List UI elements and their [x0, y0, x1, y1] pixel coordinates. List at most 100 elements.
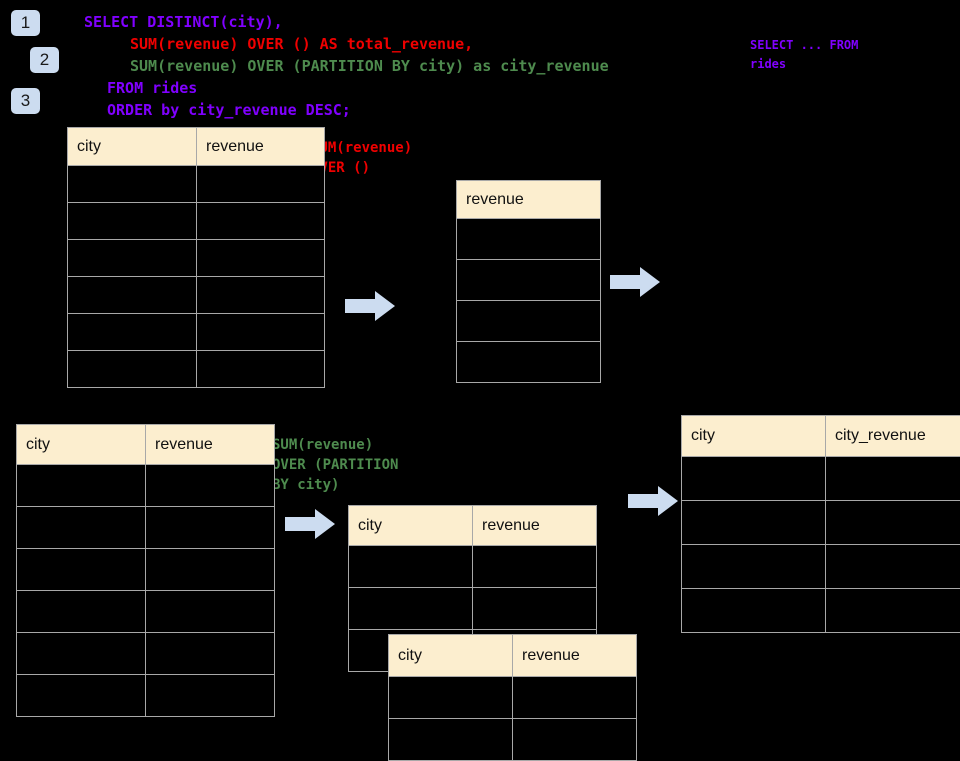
- table-header-row: city revenue: [68, 128, 325, 166]
- table-row: [17, 549, 275, 591]
- table-cell: [146, 591, 275, 633]
- table-cell: [826, 589, 960, 633]
- column-header-city-revenue: city_revenue: [826, 416, 960, 457]
- table-cell: [68, 351, 197, 388]
- column-header-revenue: revenue: [146, 425, 275, 465]
- table-cell: [197, 351, 325, 388]
- table-cell: [682, 501, 826, 545]
- step-badge-1[interactable]: 1: [11, 10, 40, 36]
- diagram-canvas: 1 2 3 SELECT DISTINCT(city), SUM(revenue…: [0, 0, 960, 720]
- table-header-row: city revenue: [389, 635, 637, 677]
- sql-line-city-revenue: SUM(revenue) OVER (PARTITION BY city) as…: [130, 55, 609, 77]
- arrow-total-to-result: [610, 266, 660, 298]
- table-cell: [17, 549, 146, 591]
- table-cell: [457, 342, 601, 383]
- table-row: [682, 545, 960, 589]
- sql-line-order-by: ORDER by city_revenue DESC;: [107, 99, 351, 121]
- table-cell: [513, 719, 637, 761]
- table-cell: [146, 465, 275, 507]
- table-cell: [457, 260, 601, 301]
- result-table: city city_revenue: [681, 415, 960, 633]
- sql-line-total-revenue: SUM(revenue) OVER () AS total_revenue,: [130, 33, 473, 55]
- table-row: [682, 457, 960, 501]
- partition-table-front: city revenue: [388, 634, 637, 761]
- table-row: [682, 501, 960, 545]
- table-row: [68, 166, 325, 203]
- column-header-revenue: revenue: [197, 128, 325, 166]
- table-row: [457, 301, 601, 342]
- table-row: [17, 633, 275, 675]
- table-cell: [68, 166, 197, 203]
- arrow-partition-to-result: [628, 485, 678, 517]
- table-row: [457, 219, 601, 260]
- table-cell: [473, 546, 597, 588]
- table-cell: [197, 314, 325, 351]
- sql-line-select: SELECT DISTINCT(city),: [84, 11, 283, 33]
- source-table-bottom: city revenue: [16, 424, 275, 717]
- table-cell: [68, 203, 197, 240]
- total-revenue-table: revenue: [456, 180, 601, 383]
- table-row: [17, 465, 275, 507]
- column-header-city: city: [68, 128, 197, 166]
- arrow-source-to-partition: [285, 508, 335, 540]
- table-cell: [197, 277, 325, 314]
- table-row: [349, 588, 597, 630]
- column-header-city: city: [349, 506, 473, 546]
- table-row: [349, 546, 597, 588]
- table-cell: [197, 166, 325, 203]
- step-badge-3[interactable]: 3: [11, 88, 40, 114]
- table-row: [389, 677, 637, 719]
- column-header-city: city: [682, 416, 826, 457]
- table-cell: [17, 675, 146, 717]
- table-cell: [17, 507, 146, 549]
- table-cell: [826, 545, 960, 589]
- table-cell: [389, 719, 513, 761]
- table-cell: [17, 465, 146, 507]
- table-cell: [146, 507, 275, 549]
- table-header-row: city revenue: [17, 425, 275, 465]
- table-row: [68, 277, 325, 314]
- column-header-city: city: [17, 425, 146, 465]
- table-cell: [197, 240, 325, 277]
- column-header-revenue: revenue: [457, 181, 601, 219]
- table-header-row: revenue: [457, 181, 601, 219]
- annotation-sum-over-empty: SUM(revenue) OVER (): [311, 138, 412, 178]
- annotation-select-from: SELECT ... FROM rides: [750, 36, 858, 74]
- table-row: [68, 351, 325, 388]
- sql-line-from: FROM rides: [107, 77, 197, 99]
- table-cell: [17, 591, 146, 633]
- table-header-row: city revenue: [349, 506, 597, 546]
- table-row: [457, 342, 601, 383]
- table-cell: [68, 277, 197, 314]
- table-cell: [682, 457, 826, 501]
- table-cell: [68, 314, 197, 351]
- source-table-top: city revenue: [67, 127, 325, 388]
- column-header-revenue: revenue: [513, 635, 637, 677]
- table-cell: [826, 457, 960, 501]
- table-row: [17, 675, 275, 717]
- table-row: [68, 203, 325, 240]
- table-row: [17, 591, 275, 633]
- table-cell: [349, 546, 473, 588]
- table-row: [68, 314, 325, 351]
- table-cell: [826, 501, 960, 545]
- table-cell: [146, 675, 275, 717]
- table-header-row: city city_revenue: [682, 416, 960, 457]
- table-row: [457, 260, 601, 301]
- column-header-city: city: [389, 635, 513, 677]
- table-row: [682, 589, 960, 633]
- table-cell: [68, 240, 197, 277]
- table-cell: [513, 677, 637, 719]
- table-row: [17, 507, 275, 549]
- table-cell: [197, 203, 325, 240]
- table-cell: [682, 589, 826, 633]
- annotation-sum-over-partition: SUM(revenue) OVER (PARTITION BY city): [272, 435, 398, 495]
- table-cell: [457, 219, 601, 260]
- table-cell: [17, 633, 146, 675]
- table-cell: [349, 588, 473, 630]
- step-badge-2[interactable]: 2: [30, 47, 59, 73]
- arrow-source-to-total: [345, 290, 395, 322]
- table-cell: [146, 549, 275, 591]
- table-cell: [457, 301, 601, 342]
- table-cell: [682, 545, 826, 589]
